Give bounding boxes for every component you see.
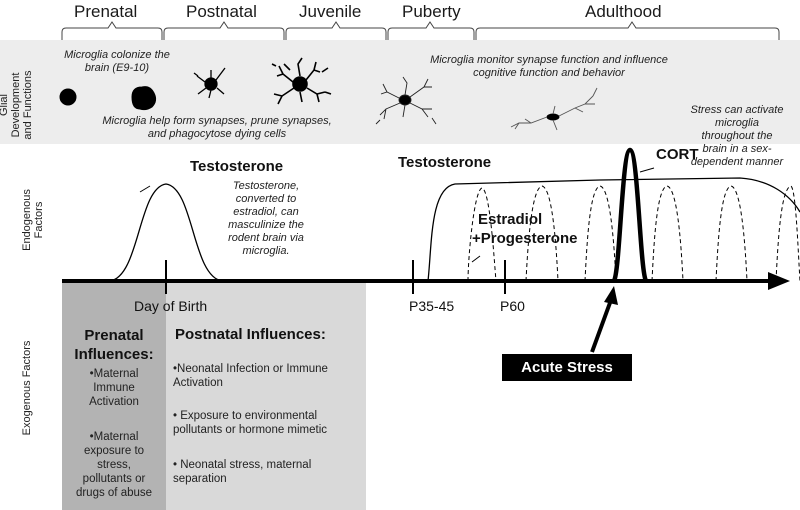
label-p35-45: P35-45 — [409, 298, 455, 314]
axis-ticks — [165, 260, 506, 294]
note-microglia-colonize: Microglia colonize the brain (E9-10) — [64, 49, 170, 74]
label-testosterone-prenatal: Testosterone — [190, 158, 284, 175]
testosterone-pointer — [139, 185, 151, 193]
note-microglia-help: Microglia help form synapses, prune syna… — [102, 115, 332, 140]
label-day-of-birth: Day of Birth — [134, 298, 208, 314]
label-p60: P60 — [500, 298, 525, 314]
stage-juvenile: Juvenile — [299, 2, 362, 21]
label-testosterone-adult: Testosterone — [398, 154, 492, 171]
postnatal-influences-box — [166, 283, 366, 510]
cort-pointer — [639, 167, 655, 173]
microglia-surveilling-cell — [510, 87, 598, 131]
prenatal-item-exposure: •Maternal exposure to stress, pollutants… — [75, 431, 153, 499]
postnatal-influences-title: Postnatal Influences: — [175, 326, 326, 343]
label-cort: CORT — [656, 146, 699, 163]
prenatal-influences-box — [62, 283, 166, 510]
microglia-cells — [59, 57, 598, 131]
row-label-endogenous: Endogenous Factors — [21, 189, 45, 251]
microglia-adult-ramified — [375, 76, 437, 125]
stage-postnatal: Postnatal — [186, 2, 257, 21]
microglia-round-cell — [59, 88, 77, 106]
stage-prenatal: Prenatal — [74, 2, 138, 21]
estradiol-pointer — [471, 255, 481, 263]
cort-spike — [611, 147, 649, 283]
stage-braces — [61, 21, 780, 40]
prenatal-testosterone-curve — [109, 183, 223, 282]
microglia-amoeboid-cell — [131, 86, 157, 111]
note-microglia-monitor: Microglia monitor synapse function and i… — [430, 54, 668, 79]
postnatal-item-stress: • Neonatal stress, maternal separation — [173, 459, 312, 485]
label-estradiol-progesterone: Estradiol +Progesterone — [472, 211, 578, 247]
acute-stress-box: Acute Stress — [502, 354, 632, 381]
row-label-exogenous: Exogenous Factors — [21, 340, 33, 436]
acute-stress-arrow — [590, 286, 618, 353]
row-label-glial: Glial Development and Functions — [0, 70, 34, 140]
prenatal-item-immune: •Maternal Immune Activation — [89, 368, 139, 408]
prenatal-influences-title: Prenatal Influences: — [74, 327, 154, 363]
postnatal-item-infection: •Neonatal Infection or Immune Activation — [173, 363, 328, 389]
stage-adulthood: Adulthood — [585, 2, 662, 21]
note-testosterone-masculinize: Testosterone, converted to estradiol, ca… — [228, 180, 304, 257]
stage-puberty: Puberty — [402, 2, 461, 21]
microglia-ramified-dense — [271, 57, 332, 105]
microglia-early-ramified — [193, 67, 226, 99]
postnatal-item-pollutants: • Exposure to environmental pollutants o… — [173, 410, 328, 436]
note-stress-activate: Stress can activate microglia throughout… — [690, 104, 784, 168]
